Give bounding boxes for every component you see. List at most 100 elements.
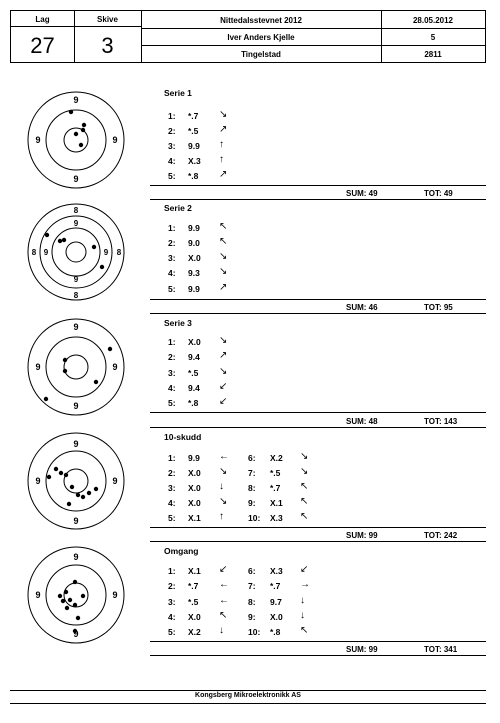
svg-text:9: 9 (73, 439, 78, 449)
series-sum: SUM: 48 (346, 417, 378, 426)
svg-text:9: 9 (73, 401, 78, 411)
svg-text:9: 9 (73, 629, 78, 639)
shot-hole (99, 264, 105, 270)
shot-hole (81, 122, 87, 128)
svg-text:9: 9 (73, 552, 78, 562)
target-serie-3: 9 9 9 9 (27, 318, 125, 416)
shot-hole (80, 593, 86, 599)
shot-hole (53, 466, 59, 472)
footer-divider (10, 690, 486, 691)
svg-text:8: 8 (32, 248, 37, 257)
direction-arrow-icon: ↙ (219, 396, 228, 407)
divider (150, 199, 486, 200)
section-title: Serie 1 (164, 88, 192, 98)
shot-hole (75, 492, 81, 498)
direction-arrow-icon: ↗ (219, 350, 228, 361)
series-total: TOT: 242 (424, 531, 458, 540)
direction-arrow-icon: ↘ (219, 266, 228, 277)
direction-arrow-icon: ↘ (300, 451, 309, 462)
section-title: 10-skudd (164, 432, 202, 442)
shot-hole (80, 494, 86, 500)
direction-arrow-icon: ↖ (300, 481, 309, 492)
divider (150, 527, 486, 528)
svg-text:9: 9 (35, 362, 40, 372)
direction-arrow-icon: ↓ (219, 481, 224, 492)
series-total: TOT: 49 (424, 189, 453, 198)
svg-text:9: 9 (112, 476, 117, 486)
shot-hole (75, 615, 81, 621)
shooter-class: 5 (430, 33, 436, 42)
skive-value: 3 (101, 33, 114, 58)
shot-hole (93, 379, 99, 385)
direction-arrow-icon: ↓ (300, 595, 305, 606)
event-name: Nittedalsstevnet 2012 (220, 16, 302, 25)
shot-hole (43, 396, 49, 402)
shot-hole (93, 486, 99, 492)
shot-hole (66, 501, 72, 507)
skive-label: Skive (97, 15, 118, 24)
series-sum: SUM: 46 (346, 303, 378, 312)
direction-arrow-icon: ↘ (219, 335, 228, 346)
shot-hole (64, 605, 70, 611)
divider (150, 427, 486, 428)
svg-text:9: 9 (112, 362, 117, 372)
series-sum: SUM: 49 (346, 189, 378, 198)
direction-arrow-icon: ↖ (219, 610, 228, 621)
shot-hole (46, 474, 52, 480)
direction-arrow-icon: ← (219, 579, 229, 590)
series-total: TOT: 95 (424, 303, 453, 312)
direction-arrow-icon: ↓ (219, 625, 224, 636)
direction-arrow-icon: ↘ (219, 251, 228, 262)
direction-arrow-icon: ↙ (219, 381, 228, 392)
shot-hole (62, 368, 68, 374)
target-10-skudd: 9 9 9 9 (27, 432, 125, 530)
direction-arrow-icon: ↖ (219, 236, 228, 247)
svg-text:9: 9 (35, 476, 40, 486)
series-sum: SUM: 99 (346, 645, 378, 654)
direction-arrow-icon: ← (219, 595, 229, 606)
divider (150, 655, 486, 656)
shot-hole (73, 131, 79, 137)
direction-arrow-icon: ↘ (219, 366, 228, 377)
svg-text:9: 9 (74, 275, 79, 284)
divider (150, 299, 486, 300)
direction-arrow-icon: ↗ (219, 169, 228, 180)
shot-hole (63, 589, 69, 595)
direction-arrow-icon: ↘ (219, 496, 228, 507)
target-ring-label: 9 (35, 135, 40, 145)
svg-text:9: 9 (73, 322, 78, 332)
shot-hole (60, 598, 66, 604)
shot-hole (57, 593, 63, 599)
direction-arrow-icon: ↙ (219, 564, 228, 575)
svg-text:9: 9 (35, 590, 40, 600)
direction-arrow-icon: ↓ (300, 610, 305, 621)
section-title: Serie 2 (164, 203, 192, 213)
direction-arrow-icon: → (300, 579, 310, 590)
svg-text:8: 8 (74, 291, 79, 300)
svg-text:9: 9 (44, 248, 49, 257)
divider (150, 641, 486, 642)
section-title: Serie 3 (164, 318, 192, 328)
direction-arrow-icon: ↘ (300, 466, 309, 477)
series-total: TOT: 341 (424, 645, 458, 654)
shot-hole (57, 238, 63, 244)
target-ring-label: 9 (73, 174, 78, 184)
divider (150, 412, 486, 413)
svg-text:8: 8 (74, 206, 79, 215)
target-ring-label: 9 (73, 95, 78, 105)
shooter-id: 2811 (424, 50, 442, 59)
direction-arrow-icon: ↑ (219, 139, 224, 150)
direction-arrow-icon: ↖ (300, 625, 309, 636)
shot-hole (69, 484, 75, 490)
shot-hole (58, 470, 64, 476)
shot-hole (91, 244, 97, 250)
shot-hole (44, 232, 50, 238)
shot-hole (63, 472, 69, 478)
target-ring-label: 9 (112, 135, 117, 145)
shot-hole (107, 346, 113, 352)
direction-arrow-icon: ↘ (219, 466, 228, 477)
event-date: 28.05.2012 (412, 16, 454, 25)
shot-hole (72, 579, 78, 585)
divider (150, 541, 486, 542)
svg-text:8: 8 (117, 248, 122, 257)
